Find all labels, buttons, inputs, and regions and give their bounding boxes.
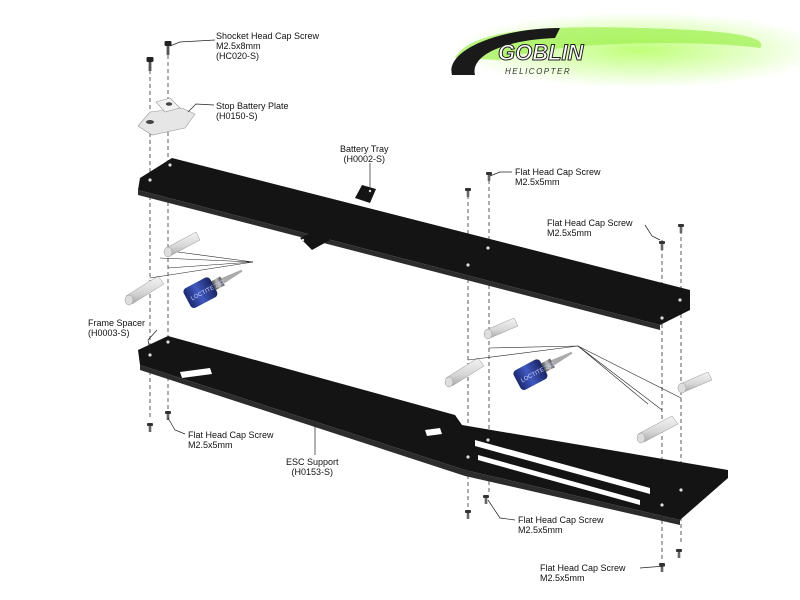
label-esc-support: ESC Support (H0153-S) — [286, 457, 339, 477]
logo-text: GOBLIN — [498, 40, 585, 65]
stop-battery-plate — [137, 97, 196, 136]
label-flat-screw-3: Flat Head Cap Screw M2.5x5mm — [188, 430, 274, 450]
label-flat-screw-2-size: M2.5x5mm — [547, 228, 592, 238]
label-shocket-screw: Shocket Head Cap Screw M2.5x8mm (HC020-S… — [216, 31, 319, 61]
label-shocket-screw-name: Shocket Head Cap Screw — [216, 31, 320, 41]
label-shocket-screw-size: M2.5x8mm — [216, 41, 261, 51]
label-frame-spacer-name: Frame Spacer — [88, 318, 146, 328]
label-flat-screw-1: Flat Head Cap Screw M2.5x5mm — [515, 167, 601, 187]
label-flat-screw-1-size: M2.5x5mm — [515, 177, 560, 187]
label-flat-screw-5: Flat Head Cap Screw M2.5x5mm — [540, 563, 626, 583]
frame-spacers-left — [124, 231, 201, 306]
label-flat-screw-3-name: Flat Head Cap Screw — [188, 430, 274, 440]
label-flat-screw-4-size: M2.5x5mm — [518, 525, 563, 535]
flat-head-screws-mid-right — [659, 224, 684, 250]
flat-head-screws-bottom-right — [659, 549, 682, 572]
logo-subtext: HELICOPTER — [505, 67, 571, 76]
label-stop-plate-name: Stop Battery Plate — [216, 101, 289, 111]
esc-support-plate — [138, 336, 728, 525]
label-battery-tray-code: (H0002-S) — [343, 154, 386, 164]
label-stop-battery-plate: Stop Battery Plate (H0150-S) — [216, 101, 289, 121]
label-flat-screw-4: Flat Head Cap Screw M2.5x5mm — [518, 515, 604, 535]
goblin-logo: GOBLIN HELICOPTER — [451, 12, 800, 88]
label-esc-support-code: (H0153-S) — [291, 467, 334, 477]
flat-head-screws-bottom-mid — [465, 495, 489, 519]
frame-spacers-right — [636, 371, 713, 444]
logo-g-shape — [451, 28, 560, 75]
battery-tray-plate — [138, 158, 690, 330]
flat-head-screws-top-right — [465, 172, 492, 197]
label-flat-screw-5-size: M2.5x5mm — [540, 573, 585, 583]
label-shocket-screw-code: (HC020-S) — [216, 51, 260, 61]
loctite-bottle-left: LOCTITE 243 — [149, 251, 254, 309]
label-frame-spacer-code: (H0003-S) — [88, 328, 130, 338]
label-flat-screw-1-name: Flat Head Cap Screw — [515, 167, 601, 177]
label-battery-tray-name: Battery Tray — [340, 144, 389, 154]
label-frame-spacer: Frame Spacer (H0003-S) — [88, 318, 145, 338]
frame-spacers-mid — [444, 317, 519, 388]
label-esc-support-name: ESC Support — [286, 457, 339, 467]
label-battery-tray: Battery Tray (H0002-S) — [340, 144, 389, 164]
flat-head-screws-bottom-left — [147, 411, 171, 432]
label-flat-screw-2: Flat Head Cap Screw M2.5x5mm — [547, 218, 633, 238]
label-flat-screw-3-size: M2.5x5mm — [188, 440, 233, 450]
label-flat-screw-2-name: Flat Head Cap Screw — [547, 218, 633, 228]
label-flat-screw-5-name: Flat Head Cap Screw — [540, 563, 626, 573]
label-flat-screw-4-name: Flat Head Cap Screw — [518, 515, 604, 525]
label-stop-plate-code: (H0150-S) — [216, 111, 258, 121]
label-leader-lines — [147, 39, 666, 569]
loctite-bottle-right: LOCTITE 243 — [467, 345, 682, 411]
